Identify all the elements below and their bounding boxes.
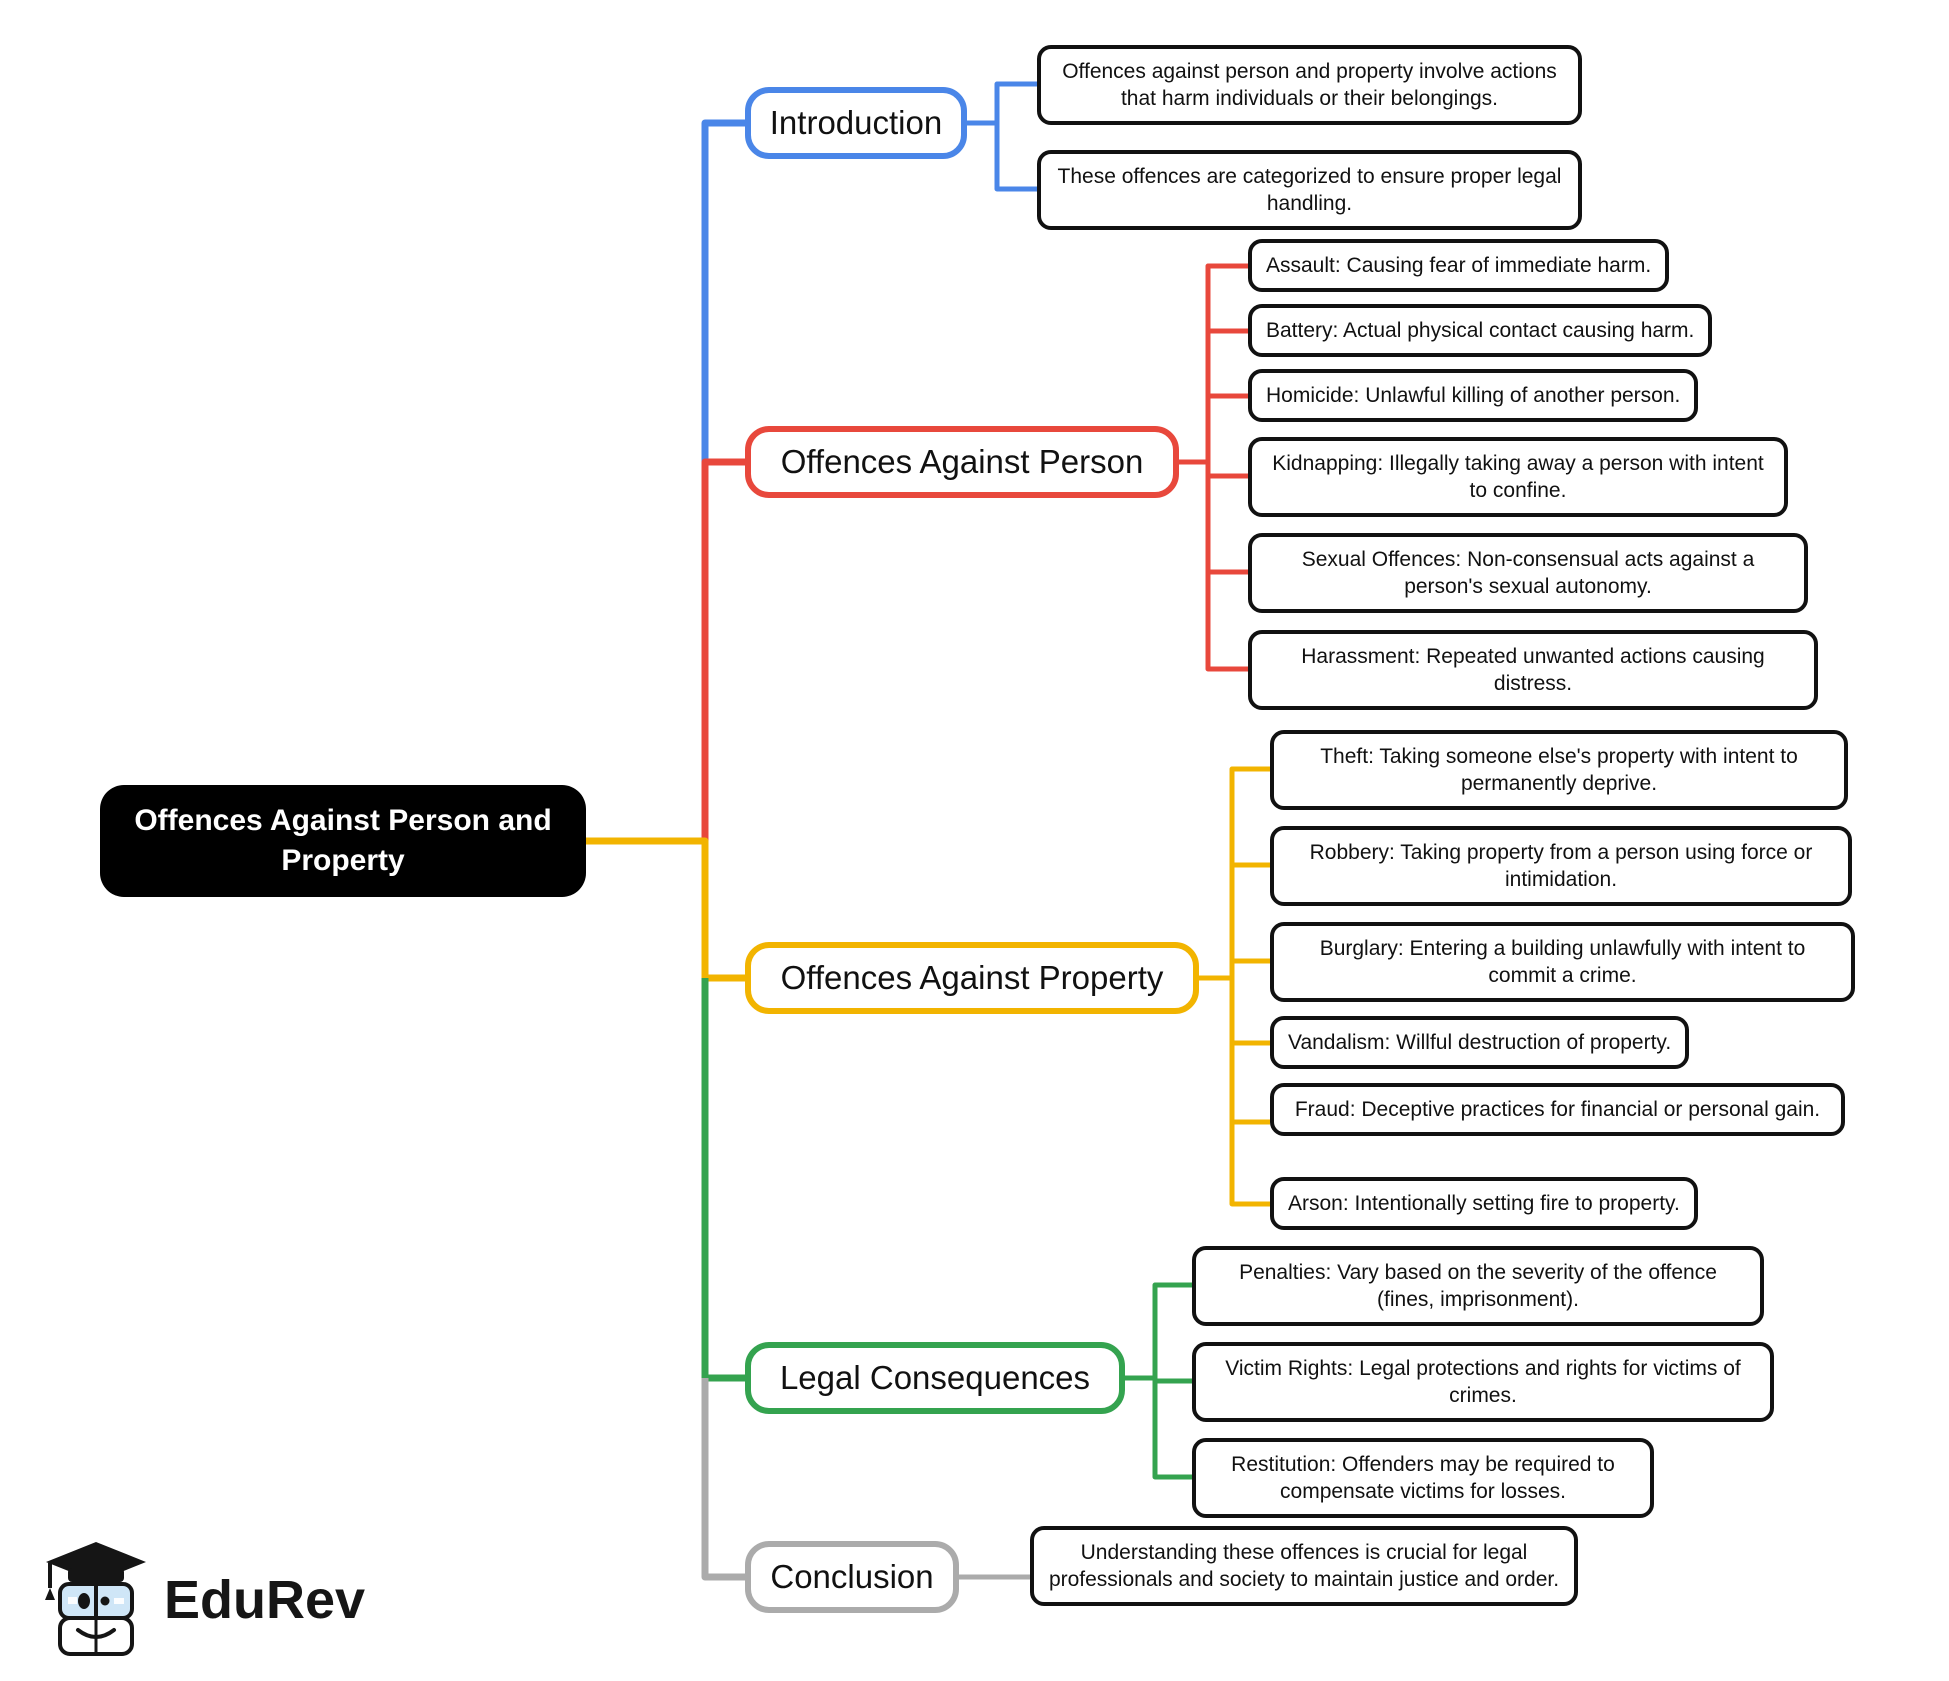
child-node-battery: Battery: Actual physical contact causing… <box>1248 304 1713 357</box>
child-node-arson: Arson: Intentionally setting fire to pro… <box>1270 1177 1698 1230</box>
child-node-penalties: Penalties: Vary based on the severity of… <box>1192 1246 1764 1326</box>
branch-node-introduction: Introduction <box>745 87 967 159</box>
child-node-restitution: Restitution: Offenders may be required t… <box>1192 1438 1654 1518</box>
child-node-homicide: Homicide: Unlawful killing of another pe… <box>1248 369 1699 422</box>
child-node-vandalism: Vandalism: Willful destruction of proper… <box>1270 1016 1690 1069</box>
child-node-harassment: Harassment: Repeated unwanted actions ca… <box>1248 630 1818 710</box>
branch-node-conclusion: Conclusion <box>745 1541 959 1613</box>
child-node-assault: Assault: Causing fear of immediate harm. <box>1248 239 1670 292</box>
wire-person-children <box>1205 263 1248 672</box>
trunk-yellow <box>578 837 745 982</box>
child-node-sexual-offences: Sexual Offences: Non-consensual acts aga… <box>1248 533 1808 613</box>
branch-node-offences-against-property: Offences Against Property <box>745 942 1199 1014</box>
child-node-intro-categorized: These offences are categorized to ensure… <box>1037 150 1582 230</box>
child-node-intro-definition: Offences against person and property inv… <box>1037 45 1582 125</box>
branch-node-legal-consequences: Legal Consequences <box>745 1342 1125 1414</box>
child-node-fraud: Fraud: Deceptive practices for financial… <box>1270 1083 1845 1136</box>
child-node-kidnapping: Kidnapping: Illegally taking away a pers… <box>1248 437 1788 517</box>
wire-introduction-children <box>994 81 1037 192</box>
wire-property-children <box>1229 766 1270 1207</box>
branch-node-offences-against-person: Offences Against Person <box>745 426 1179 498</box>
edurev-logo-icon <box>45 1542 146 1656</box>
child-node-victim-rights: Victim Rights: Legal protections and rig… <box>1192 1342 1774 1422</box>
child-node-conclusion-summary: Understanding these offences is crucial … <box>1030 1526 1578 1606</box>
child-node-theft: Theft: Taking someone else's property wi… <box>1270 730 1848 810</box>
trunk-green <box>701 978 745 1382</box>
child-node-burglary: Burglary: Entering a building unlawfully… <box>1270 922 1855 1002</box>
trunk-red <box>701 458 745 841</box>
trunk-blue <box>701 119 745 462</box>
child-node-robbery: Robbery: Taking property from a person u… <box>1270 826 1852 906</box>
root-node: Offences Against Person and Property <box>100 785 586 897</box>
edurev-logo: EduRev <box>42 1540 365 1660</box>
edurev-logo-text: EduRev <box>164 1570 366 1630</box>
trunk-gray <box>701 1378 745 1581</box>
